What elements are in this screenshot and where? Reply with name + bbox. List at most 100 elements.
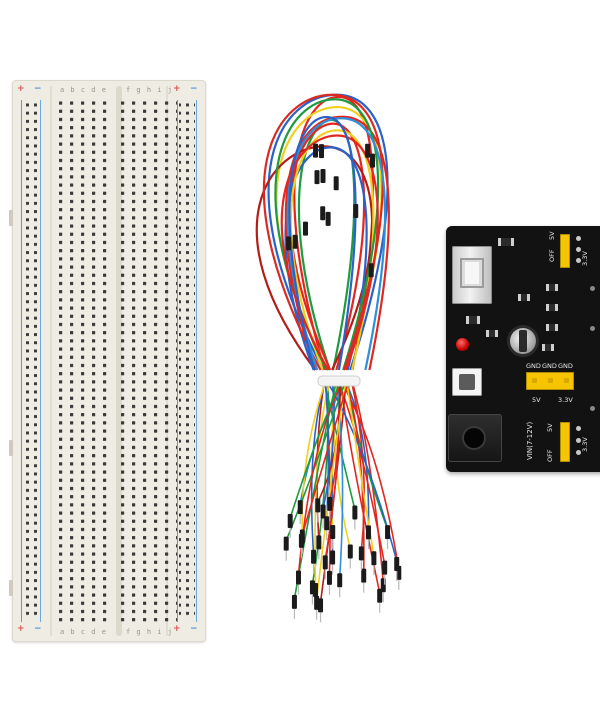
header-pin [576, 236, 581, 241]
label-off-bot: OFF [546, 449, 554, 462]
wire-plugs [283, 143, 402, 623]
electrolytic-capacitor [510, 328, 536, 354]
breadboard-notch [9, 440, 13, 456]
power-led [456, 338, 469, 351]
wire-plug [368, 263, 374, 278]
rail-line-blue [40, 100, 42, 622]
wire-plug [324, 516, 330, 531]
wire-plug [313, 143, 319, 158]
header-pin [576, 258, 581, 263]
wire-plug [326, 570, 332, 585]
header-pin [576, 450, 581, 455]
usb-tongue [465, 262, 479, 284]
header-pin [576, 247, 581, 252]
wire-loop [286, 117, 387, 371]
rail-plus-sign: + [17, 624, 25, 634]
wire-plug [302, 221, 308, 236]
pcb-hole [590, 406, 595, 411]
rail-minus-sign: − [34, 624, 42, 634]
wire-loop [262, 93, 384, 371]
wire-plug [322, 555, 328, 570]
wire-plug [347, 544, 353, 559]
usb-port [452, 246, 492, 304]
wire-plug [382, 560, 388, 575]
wire-plug [394, 557, 400, 572]
wire-plug [361, 568, 367, 583]
smd-component [518, 294, 530, 301]
wire-plug [311, 549, 317, 564]
column-letters-bottom-left: a b c d e [60, 628, 107, 636]
wire-plug [377, 588, 383, 603]
jumper-wire-bundle [255, 93, 402, 623]
wire-strand [289, 379, 342, 519]
rail-separator [50, 86, 52, 636]
rail-minus-sign: − [190, 84, 198, 94]
breadboard-power-module: 5V OFF 3.3V GND GND GND 5V 3.3V VIN(7-12… [446, 226, 600, 472]
label-vin: VIN(7-12V) [526, 421, 534, 460]
dc-barrel-jack [448, 414, 502, 462]
wire-loop [280, 134, 379, 371]
rail-minus-sign: − [34, 84, 42, 94]
label-off-top: OFF [548, 249, 556, 262]
wire-strands [285, 379, 400, 603]
label-gnd-2: GND [542, 362, 557, 370]
wire-plug [337, 573, 343, 588]
wire-plug [315, 498, 321, 513]
pcb-hole [590, 286, 595, 291]
smd-component [546, 304, 558, 311]
header-pin [576, 426, 581, 431]
wire-plug [298, 533, 304, 548]
smd-component [546, 284, 558, 291]
rail-plus-sign: + [173, 624, 181, 634]
wire-plug [314, 170, 320, 185]
wire-strand [351, 379, 385, 583]
label-gnd-1: GND [526, 362, 541, 370]
wire-plug [385, 525, 391, 540]
wire-plug [314, 595, 320, 610]
smd-component [486, 330, 498, 337]
smd-component [546, 324, 558, 331]
label-3v3-mid: 3.3V [558, 396, 573, 404]
rail-minus-sign: − [190, 624, 198, 634]
label-5v-mid: 5V [532, 396, 541, 404]
wire-plug [333, 176, 339, 191]
rail-line-red [21, 100, 23, 622]
wire-strand [300, 379, 350, 539]
wire-plug [358, 546, 364, 561]
column-letters-bottom-right: f g h i j [126, 628, 173, 636]
header-pin [576, 438, 581, 443]
wire-plug [330, 550, 336, 565]
wire-plug [365, 143, 371, 158]
jumper-cap-bottom [560, 422, 570, 462]
wire-loop [284, 115, 390, 371]
wire-loop [274, 98, 380, 371]
breadboard-notch [9, 210, 13, 226]
breadboard-notch [9, 580, 13, 596]
wire-plug [352, 505, 358, 520]
wire-plug [291, 594, 297, 609]
wire-plug [283, 536, 289, 551]
wire-plug [365, 525, 371, 540]
rail-plus-sign: + [17, 84, 25, 94]
wire-plug [313, 582, 319, 597]
column-letters-top-right: f g h i j [126, 86, 173, 94]
smd-component [466, 316, 480, 324]
wire-plug [370, 153, 376, 168]
header-pin [532, 378, 537, 383]
jumper-cap-top [560, 234, 570, 268]
rail-line-red [177, 100, 179, 622]
wire-loop [284, 146, 368, 371]
wire-plug [295, 570, 301, 585]
wire-strand [285, 379, 347, 541]
wire-plug [286, 236, 292, 251]
wire-strand [301, 379, 327, 534]
smd-component [542, 344, 554, 351]
header-pin [564, 378, 569, 383]
wire-plug [297, 500, 303, 515]
wire-plug [316, 535, 322, 550]
wire-plug [292, 234, 298, 249]
wire-plug [353, 203, 359, 218]
label-5v-top: 5V [548, 231, 556, 240]
column-letters-top-left: a b c d e [60, 86, 107, 94]
